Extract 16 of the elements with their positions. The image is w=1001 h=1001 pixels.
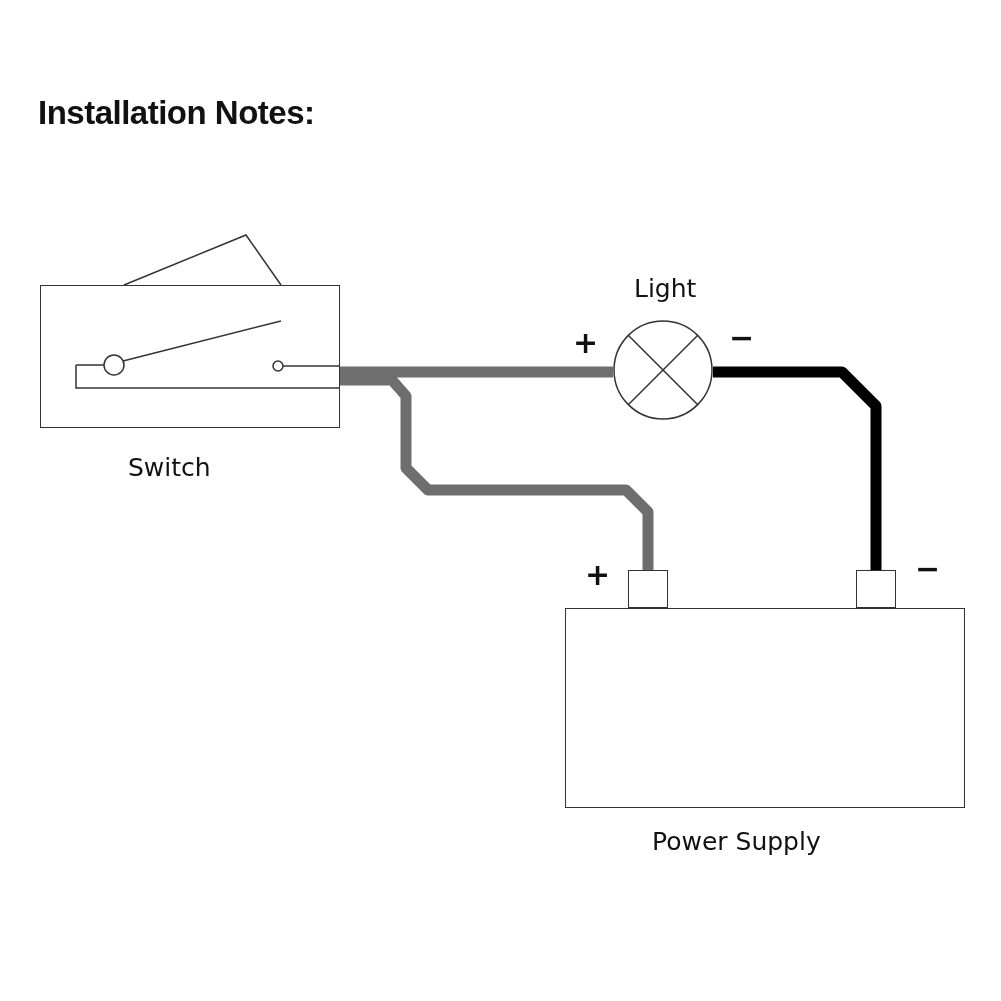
polarity-sign: +	[585, 560, 611, 590]
light-bulb-symbol	[613, 320, 713, 420]
switch-box	[40, 285, 340, 428]
wire	[340, 374, 654, 570]
component-label: Switch	[128, 455, 211, 480]
terminal-post	[856, 570, 896, 608]
power-supply-box	[565, 608, 965, 808]
wire	[713, 366, 882, 570]
terminal-post	[628, 570, 668, 608]
title: Installation Notes:	[38, 94, 315, 132]
polarity-sign: −	[915, 554, 941, 584]
component-label: Power Supply	[652, 829, 821, 854]
wire	[340, 366, 613, 378]
polarity-sign: −	[729, 323, 755, 353]
component-label: Light	[634, 276, 697, 301]
polarity-sign: +	[573, 328, 599, 358]
